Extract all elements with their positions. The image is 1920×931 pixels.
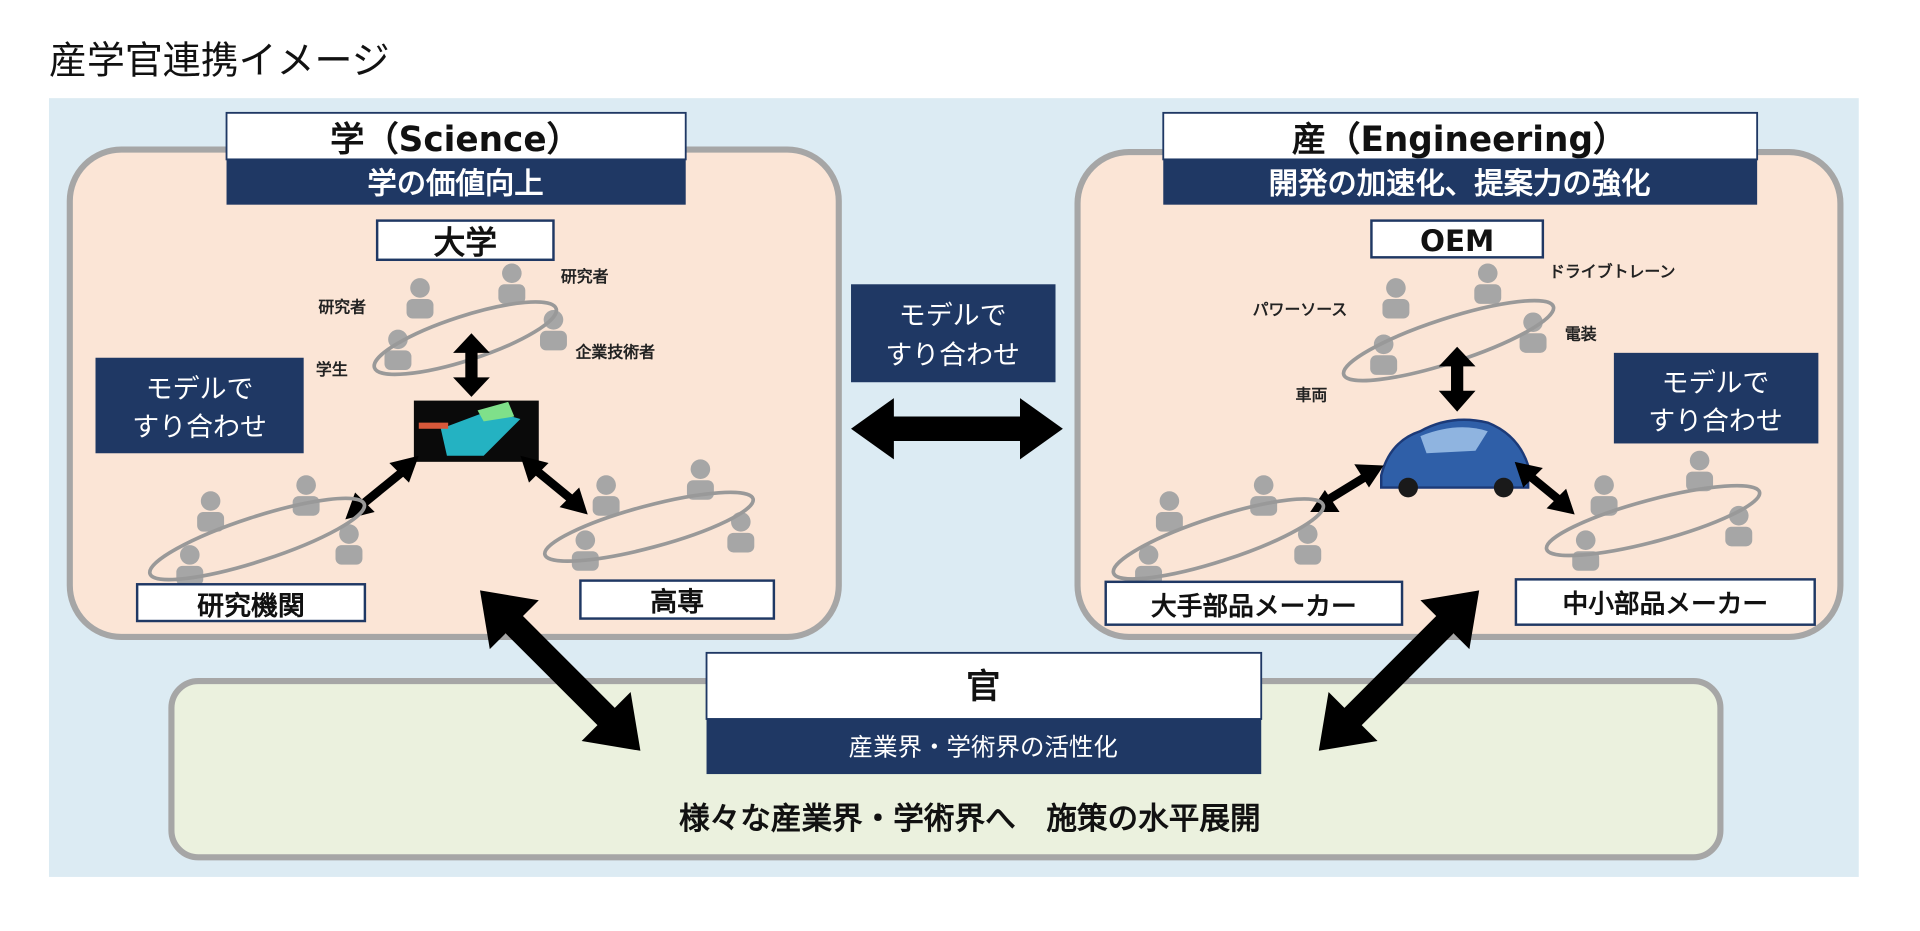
role-label: ドライブトレーン xyxy=(1549,262,1676,281)
arrow-head-icon xyxy=(1514,461,1543,488)
science-panel: 学（Science） 学の価値向上 大学 研究者 研究者 企業技術者 学生 モデ… xyxy=(66,111,842,640)
group-label: 大手部品メーカー xyxy=(1151,592,1357,622)
role-label: 学生 xyxy=(316,360,348,379)
science-model-box xyxy=(95,357,304,454)
role-label: 研究者 xyxy=(561,267,609,286)
government-panel: 官 産業界・学術界の活性化 様々な産業界・学術界へ 施策の水平展開 xyxy=(168,651,1724,861)
research-institute-group xyxy=(147,475,367,586)
role-label: 車両 xyxy=(1296,386,1328,405)
science-hub-label: 大学 xyxy=(433,224,497,262)
model-box-line: すり合わせ xyxy=(132,412,267,443)
government-subheader: 産業界・学術界の活性化 xyxy=(849,733,1118,762)
government-description: 様々な産業界・学術界へ 施策の水平展開 xyxy=(679,801,1261,837)
engineering-subheader: 開発の加速化、提案力の強化 xyxy=(1269,167,1651,201)
small-supplier-group xyxy=(1544,450,1762,571)
group-label: 研究機関 xyxy=(197,590,305,622)
arrow-head-icon xyxy=(520,455,549,483)
model-box-line: モデルで xyxy=(146,374,254,405)
role-label: 企業技術者 xyxy=(575,343,656,362)
science-subheader: 学の価値向上 xyxy=(367,167,543,201)
arrow-head-icon xyxy=(1546,488,1575,515)
model-box-line: モデルで xyxy=(1662,368,1770,399)
science-government-arrow-icon xyxy=(480,590,641,751)
major-supplier-group xyxy=(1111,475,1326,586)
government-header: 官 xyxy=(966,667,1000,707)
arrow-head-icon xyxy=(1354,464,1384,488)
engineering-government-arrow-icon xyxy=(1318,590,1480,751)
model-box-line: モデルで xyxy=(899,301,1007,332)
car-model-image xyxy=(1380,418,1530,498)
simulation-image xyxy=(413,400,539,462)
group-label: 高専 xyxy=(650,586,704,618)
center-model-box xyxy=(851,284,1056,383)
role-label: パワーソース xyxy=(1253,300,1348,319)
double-arrow-icon xyxy=(1438,346,1476,412)
engineering-panel: 産（Engineering） 開発の加速化、提案力の強化 OEM ドライブトレー… xyxy=(1074,111,1844,640)
double-arrow-icon xyxy=(453,333,490,397)
engineering-hub-label: OEM xyxy=(1420,224,1494,258)
model-box-line: すり合わせ xyxy=(885,340,1020,371)
role-label: 電装 xyxy=(1565,324,1597,343)
group-label: 中小部品メーカー xyxy=(1562,589,1768,619)
engineering-model-box xyxy=(1613,352,1819,444)
model-box-line: すり合わせ xyxy=(1648,406,1783,437)
science-header: 学（Science） xyxy=(330,120,581,160)
arrow-head-icon xyxy=(389,455,419,483)
kosen-group xyxy=(542,459,756,571)
arrow-head-icon xyxy=(1310,489,1340,513)
engineering-header: 産（Engineering） xyxy=(1292,120,1627,160)
arrow-head-icon xyxy=(559,487,588,515)
horizontal-double-arrow-icon xyxy=(851,398,1063,460)
page-title: 産学官連携イメージ xyxy=(49,39,390,83)
role-label: 研究者 xyxy=(318,297,366,316)
